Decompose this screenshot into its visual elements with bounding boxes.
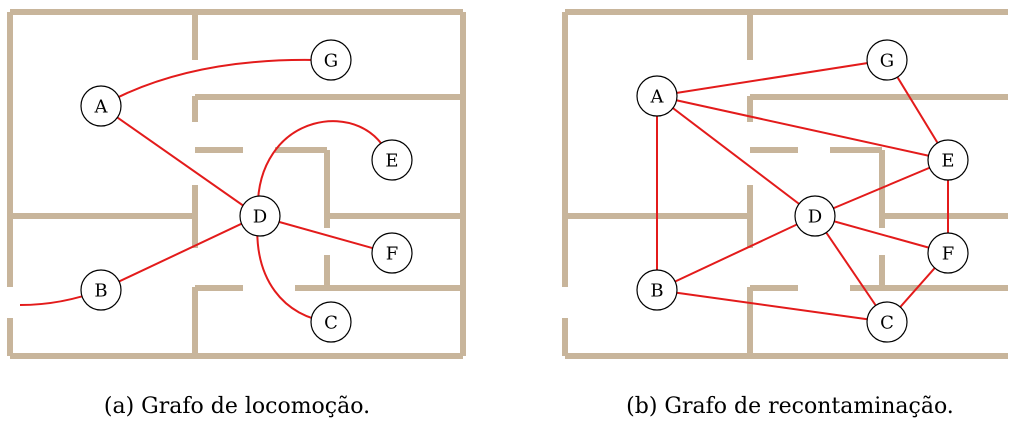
node-label: D bbox=[253, 207, 267, 228]
edge-d-b bbox=[100, 215, 259, 291]
floor-plan-walls bbox=[562, 9, 1008, 359]
graph-edges bbox=[19, 58, 391, 323]
edge-e-d bbox=[814, 159, 949, 217]
node-label: E bbox=[941, 151, 954, 172]
node-b: B bbox=[636, 269, 678, 311]
node-d: D bbox=[794, 195, 836, 237]
edge-d-f bbox=[814, 215, 949, 254]
node-label: G bbox=[880, 51, 894, 72]
node-d: D bbox=[239, 195, 281, 237]
node-label: A bbox=[94, 97, 109, 118]
node-e: E bbox=[371, 139, 413, 181]
node-e: E bbox=[927, 139, 969, 181]
node-label: D bbox=[808, 207, 822, 228]
floor-plan-walls bbox=[7, 9, 466, 359]
graph-nodes: A G E D F B C bbox=[636, 39, 969, 343]
caption-b: (b) Grafo de recontaminação. bbox=[626, 394, 954, 419]
graph-nodes: A G E D F B C bbox=[80, 39, 413, 343]
node-label: B bbox=[650, 281, 663, 302]
edge-a-g bbox=[100, 58, 316, 107]
edge-d-f bbox=[257, 215, 391, 254]
node-g: G bbox=[310, 39, 352, 81]
node-g: G bbox=[866, 39, 908, 81]
node-label: C bbox=[880, 313, 894, 334]
node-label: F bbox=[942, 244, 955, 265]
node-label: A bbox=[650, 87, 665, 108]
caption-a: (a) Grafo de locomoção. bbox=[104, 394, 370, 419]
node-label: B bbox=[94, 281, 107, 302]
node-label: E bbox=[385, 151, 398, 172]
node-f: F bbox=[371, 232, 413, 274]
node-b: B bbox=[80, 269, 122, 311]
edge-a-d bbox=[656, 95, 816, 217]
node-label: F bbox=[386, 244, 399, 265]
node-c: C bbox=[866, 301, 908, 343]
edge-b-c bbox=[656, 289, 888, 323]
node-a: A bbox=[636, 75, 678, 117]
node-f: F bbox=[927, 232, 969, 274]
node-c: C bbox=[310, 301, 352, 343]
edge-d-e bbox=[256, 120, 391, 217]
node-label: C bbox=[324, 313, 338, 334]
panel-a-locomotion-graph: A G E D F B C (a) Grafo de locomoção. bbox=[7, 9, 466, 419]
edge-a-d bbox=[100, 105, 259, 217]
edge-a-g bbox=[656, 59, 888, 97]
edge-d-b bbox=[656, 215, 816, 291]
node-a: A bbox=[80, 85, 122, 127]
node-label: G bbox=[324, 51, 338, 72]
edge-a-e bbox=[656, 95, 949, 161]
panel-b-recontamination-graph: A G E D F B C (b) Grafo de recontaminaçã… bbox=[562, 9, 1008, 419]
edge-d-c bbox=[814, 215, 888, 323]
